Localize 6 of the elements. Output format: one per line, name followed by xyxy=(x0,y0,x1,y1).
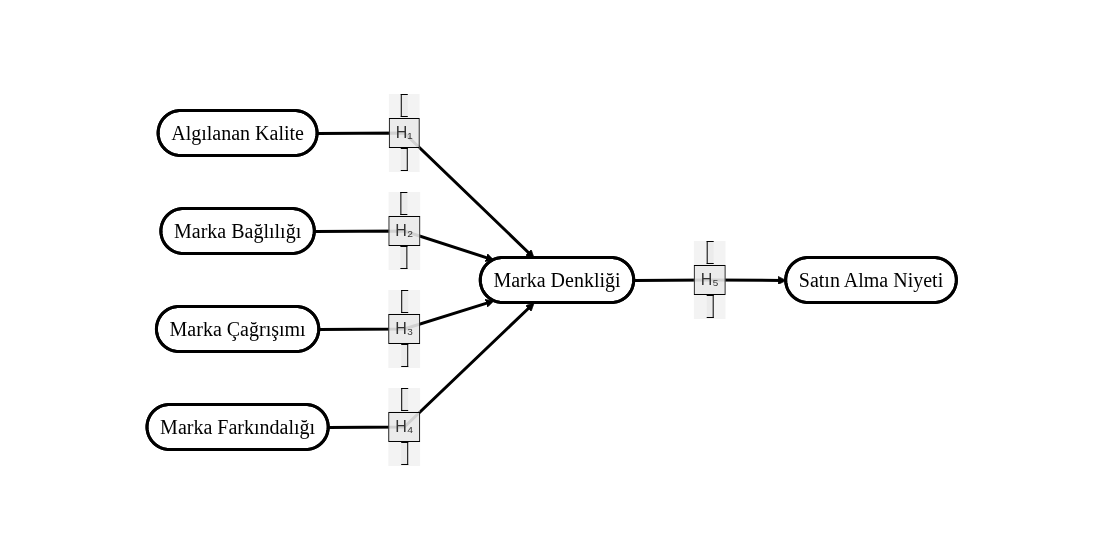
edge-label: H₁ xyxy=(396,123,414,141)
edge-label: H₂ xyxy=(395,221,414,239)
edge-label: H₄ xyxy=(395,417,414,435)
edge-label: H₃ xyxy=(395,319,414,337)
edge-label: H₅ xyxy=(701,270,720,288)
arrow xyxy=(329,302,535,429)
